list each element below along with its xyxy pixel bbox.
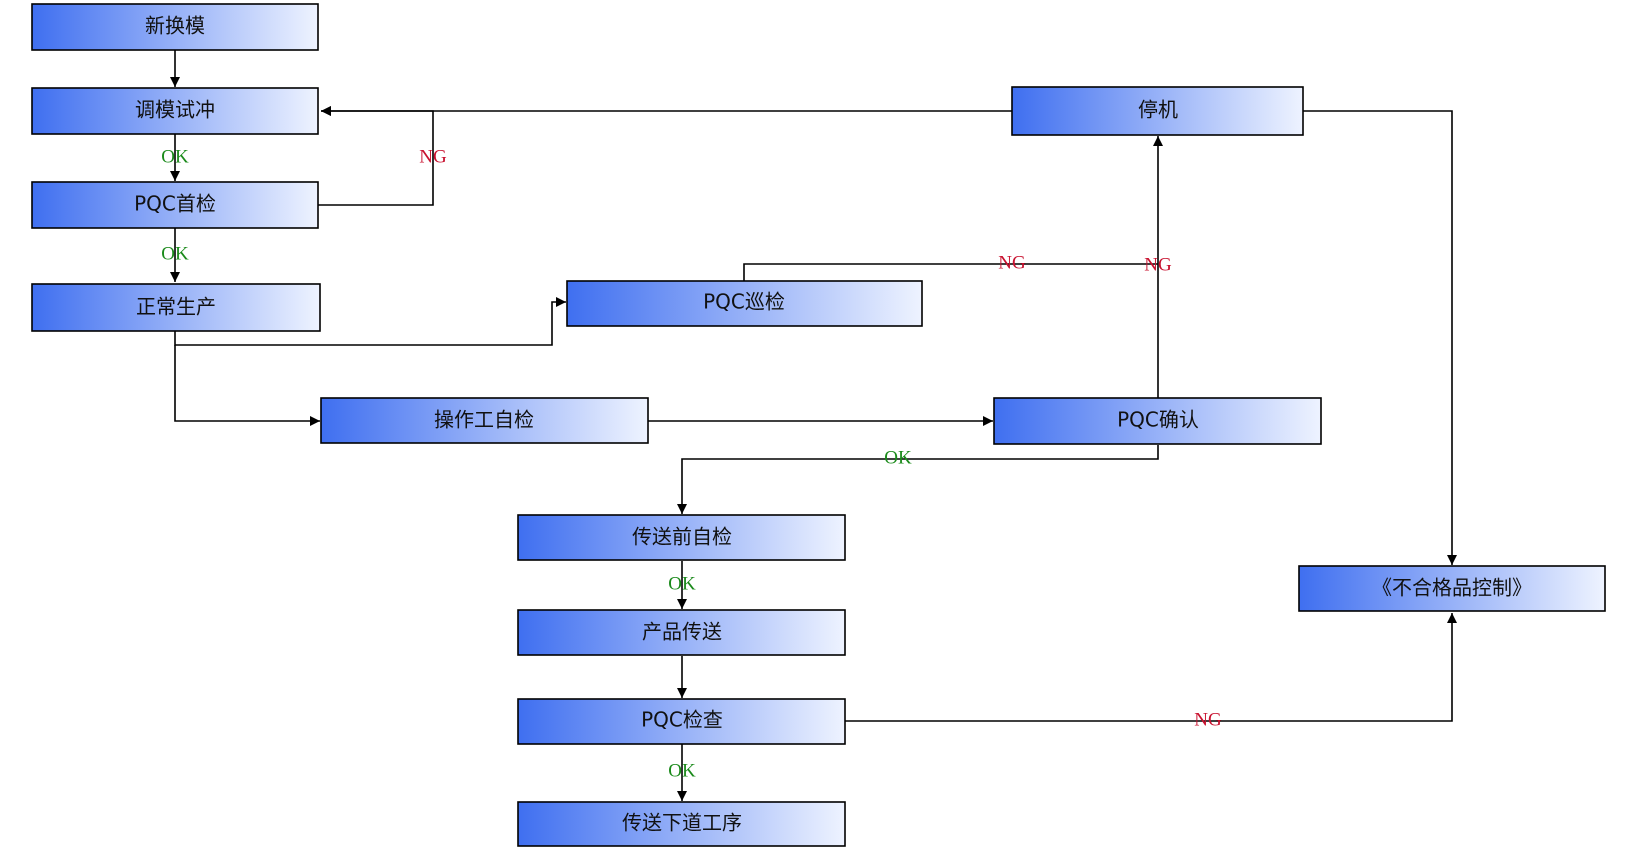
label-ok-confirm: OK	[884, 447, 912, 468]
node-label: 传送下道工序	[622, 811, 742, 835]
edge-production-to-patrol	[174, 297, 566, 346]
edges	[170, 50, 1457, 801]
edge-labels: OK NG OK NG NG OK OK NG OK	[161, 146, 1222, 781]
node-label: PQC检查	[641, 708, 723, 732]
label-ok-before-transfer: OK	[668, 573, 696, 594]
node-label: PQC巡检	[703, 290, 785, 314]
node-label: 传送前自检	[632, 525, 732, 549]
node-normal-production: 正常生产	[31, 283, 321, 332]
node-pqc-confirm: PQC确认	[993, 397, 1322, 445]
label-ok-adjust: OK	[161, 146, 189, 167]
label-ng-pqc-first: NG	[419, 146, 447, 167]
node-product-transfer: 产品传送	[517, 609, 846, 656]
node-adjust-trial: 调模试冲	[31, 87, 319, 135]
node-label: 操作工自检	[434, 408, 534, 432]
node-transfer-next: 传送下道工序	[517, 801, 846, 847]
label-ng-patrol: NG	[998, 252, 1026, 273]
node-label: 正常生产	[136, 295, 216, 319]
label-ng-inspection: NG	[1194, 709, 1222, 730]
edge-inspection-ng-to-nonconforming	[845, 613, 1457, 722]
node-pqc-patrol: PQC巡检	[566, 280, 923, 327]
node-label: 停机	[1138, 98, 1178, 122]
node-label: 《不合格品控制》	[1372, 576, 1532, 600]
edge-stop-to-nonconforming	[1303, 110, 1457, 565]
edge-production-to-self-check	[174, 345, 320, 426]
node-pqc-inspection: PQC检查	[517, 698, 846, 745]
edge-patrol-ng-to-stop	[743, 263, 1158, 281]
node-nonconforming-control: 《不合格品控制》	[1298, 565, 1606, 612]
label-ok-inspection: OK	[668, 760, 696, 781]
node-operator-self-check: 操作工自检	[320, 397, 649, 444]
node-stop-machine: 停机	[1011, 86, 1304, 136]
node-label: 调模试冲	[135, 98, 215, 122]
edge-pqc-first-ng-to-adjust	[318, 106, 434, 206]
node-label: PQC首检	[134, 192, 216, 216]
node-pqc-first: PQC首检	[31, 181, 319, 229]
node-new-mold: 新换模	[31, 3, 319, 51]
node-label: PQC确认	[1117, 408, 1199, 432]
label-ok-pqc-first: OK	[161, 243, 189, 264]
label-ng-confirm: NG	[1144, 254, 1172, 275]
node-self-check-before-transfer: 传送前自检	[517, 514, 846, 561]
node-label: 产品传送	[642, 620, 722, 644]
node-label: 新换模	[145, 14, 205, 38]
edge-confirm-ok-to-before-transfer	[677, 445, 1159, 514]
